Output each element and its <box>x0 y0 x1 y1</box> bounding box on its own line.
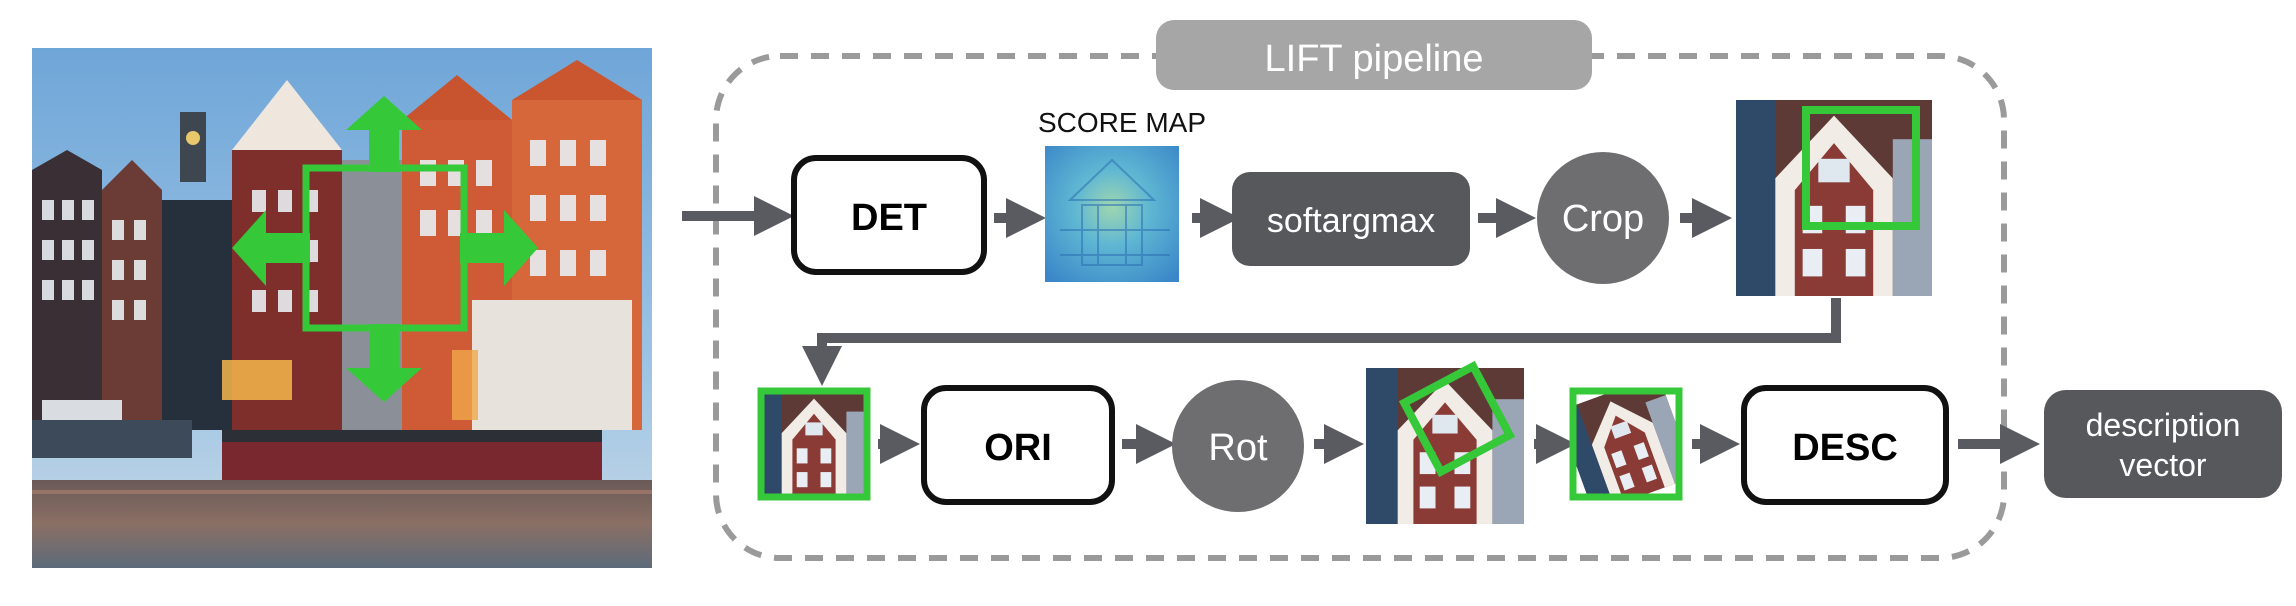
patch-image <box>757 387 871 501</box>
det-label: DET <box>851 197 927 239</box>
ori-label: ORI <box>984 427 1052 469</box>
score-map-image <box>1045 146 1179 282</box>
connector-row1-to-row2 <box>802 298 1841 386</box>
rot-circle <box>1172 380 1304 512</box>
arrow-left-icon <box>232 210 310 286</box>
rotated-patch-image <box>1366 360 1524 524</box>
detection-overlay <box>232 96 538 402</box>
pipeline-title: LIFT pipeline <box>1265 38 1484 80</box>
softargmax-box <box>1232 172 1470 266</box>
det-box <box>791 155 987 275</box>
arrow-down-icon <box>346 324 422 402</box>
description-vector-label-line1: description <box>2086 407 2241 443</box>
description-vector-label-line2: vector <box>2119 447 2206 483</box>
crop-circle <box>1537 152 1669 284</box>
crop-label: Crop <box>1562 198 1644 240</box>
crop-result-image <box>1736 100 1932 296</box>
arrow-up-icon <box>346 96 422 172</box>
desc-label: DESC <box>1792 427 1898 469</box>
aligned-patch-image <box>1569 387 1683 501</box>
pipeline-title-box <box>1156 20 1592 90</box>
rot-label: Rot <box>1208 427 1268 469</box>
score-map-label: SCORE MAP <box>1038 107 1206 138</box>
softargmax-label: softargmax <box>1267 202 1435 240</box>
description-vector-box <box>2044 390 2282 498</box>
input-photo <box>32 48 652 568</box>
desc-box <box>1741 385 1949 505</box>
arrow-right-icon <box>460 210 538 286</box>
ori-box <box>921 385 1115 505</box>
